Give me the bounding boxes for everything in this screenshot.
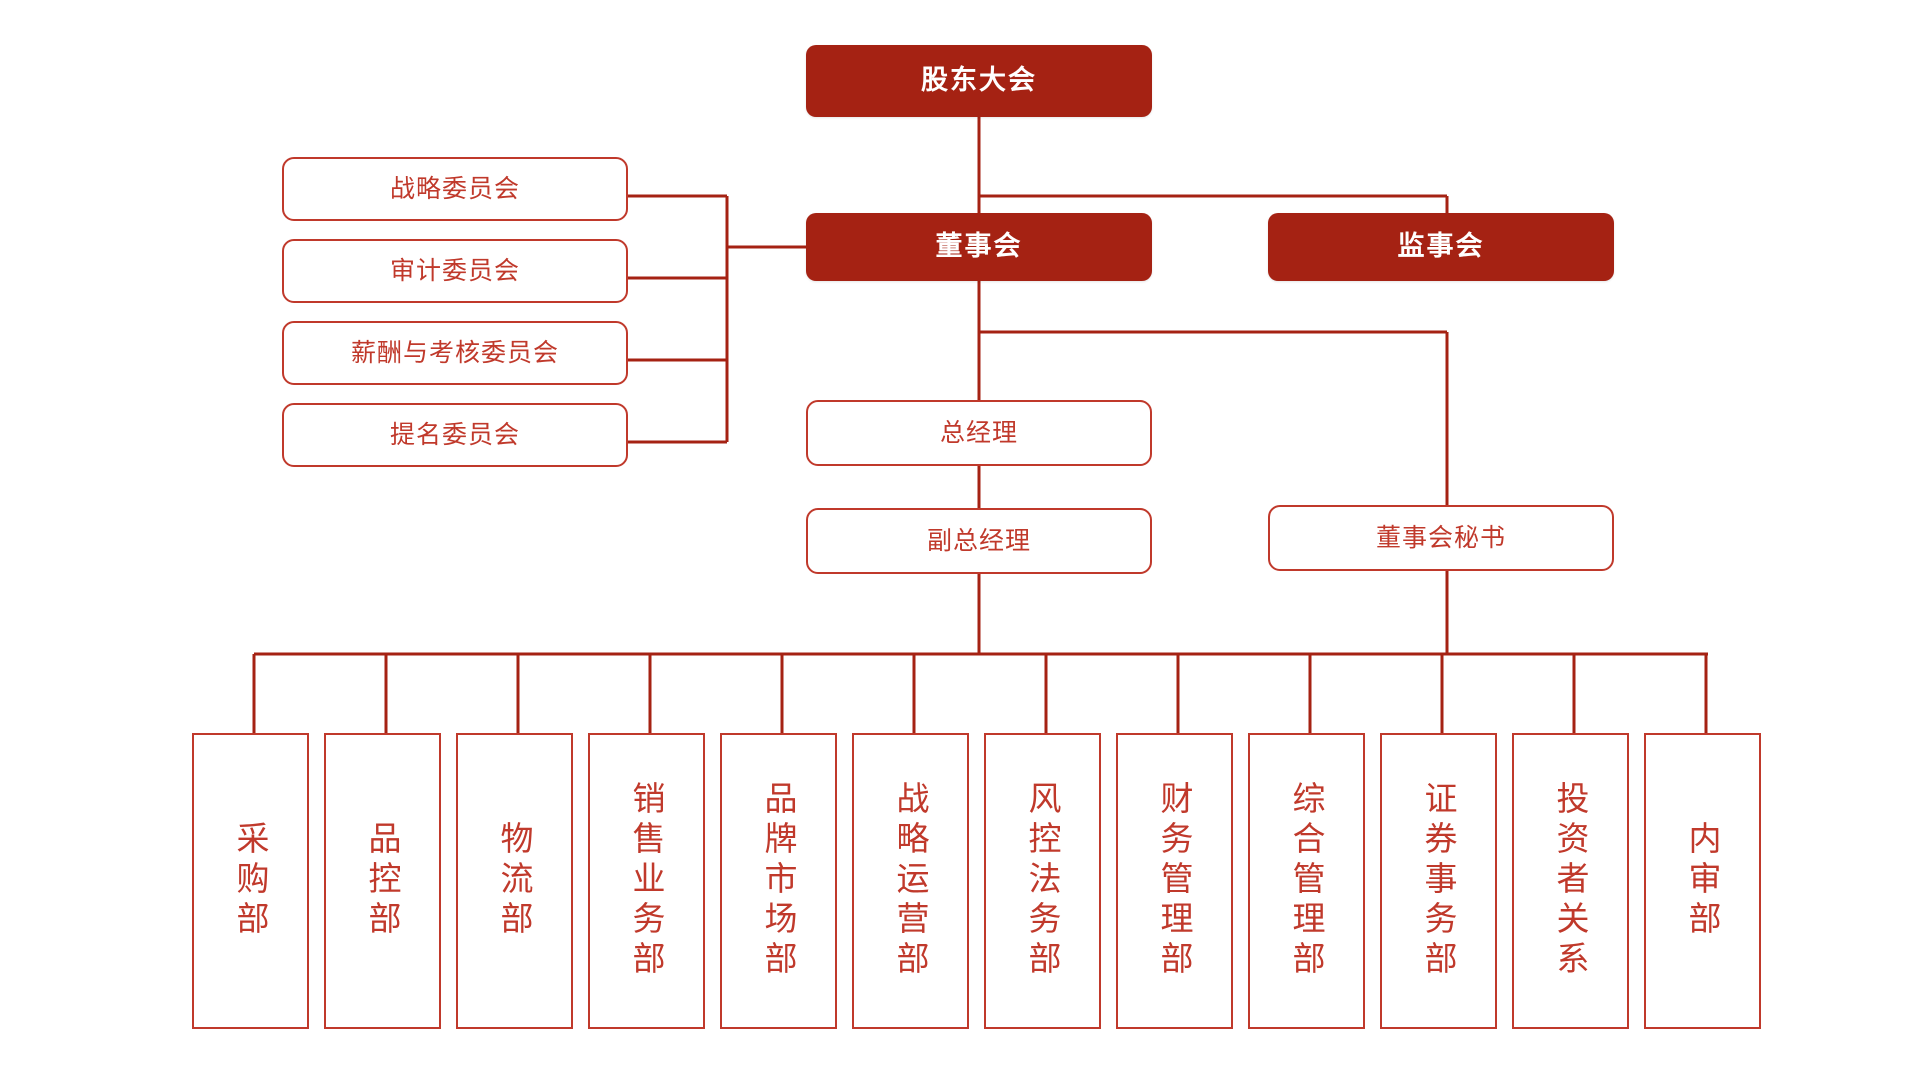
node-department-quality-control[interactable]: 品控部 [324, 733, 441, 1029]
committee-remuneration-appraisal-label: 薪酬与考核委员会 [350, 338, 559, 367]
node-department-risk-legal[interactable]: 风控法务部 [984, 733, 1101, 1029]
department-quality-control-label: 品控部 [364, 821, 401, 941]
committee-audit-label: 审计委员会 [389, 256, 520, 285]
board-of-supervisors-label: 监事会 [1397, 231, 1485, 262]
committee-nomination-label: 提名委员会 [389, 420, 520, 449]
node-shareholders-meeting[interactable]: 股东大会 [806, 45, 1152, 117]
node-general-manager[interactable]: 总经理 [806, 400, 1152, 466]
node-department-internal-audit[interactable]: 内审部 [1644, 733, 1761, 1029]
department-risk-legal-label: 风控法务部 [1024, 781, 1061, 981]
node-committee-strategy[interactable]: 战略委员会 [282, 157, 628, 221]
node-department-logistics[interactable]: 物流部 [456, 733, 573, 1029]
department-brand-marketing-label: 品牌市场部 [760, 781, 797, 981]
department-sales-business-label: 销售业务部 [628, 781, 665, 981]
department-logistics-label: 物流部 [496, 821, 533, 941]
board-secretary-label: 董事会秘书 [1375, 523, 1506, 552]
board-of-directors-label: 董事会 [935, 231, 1023, 262]
department-investor-relations-label: 投资者关系 [1552, 781, 1589, 981]
department-finance-management-label: 财务管理部 [1156, 781, 1193, 981]
node-deputy-general-manager[interactable]: 副总经理 [806, 508, 1152, 574]
node-department-investor-relations[interactable]: 投资者关系 [1512, 733, 1629, 1029]
committee-strategy-label: 战略委员会 [389, 174, 520, 203]
node-committee-audit[interactable]: 审计委员会 [282, 239, 628, 303]
node-committee-remuneration-appraisal[interactable]: 薪酬与考核委员会 [282, 321, 628, 385]
shareholders-meeting-label: 股东大会 [921, 65, 1037, 96]
department-securities-affairs-label: 证券事务部 [1420, 781, 1457, 981]
department-general-administration-label: 综合管理部 [1288, 781, 1325, 981]
node-board-secretary[interactable]: 董事会秘书 [1268, 505, 1614, 571]
node-department-general-administration[interactable]: 综合管理部 [1248, 733, 1365, 1029]
node-department-brand-marketing[interactable]: 品牌市场部 [720, 733, 837, 1029]
node-department-finance-management[interactable]: 财务管理部 [1116, 733, 1233, 1029]
department-strategy-operations-label: 战略运营部 [892, 781, 929, 981]
node-department-sales-business[interactable]: 销售业务部 [588, 733, 705, 1029]
node-department-securities-affairs[interactable]: 证券事务部 [1380, 733, 1497, 1029]
node-department-procurement[interactable]: 采购部 [192, 733, 309, 1029]
deputy-general-manager-label: 副总经理 [926, 526, 1031, 555]
department-procurement-label: 采购部 [232, 821, 269, 941]
node-committee-nomination[interactable]: 提名委员会 [282, 403, 628, 467]
department-internal-audit-label: 内审部 [1684, 821, 1721, 941]
node-board-of-directors[interactable]: 董事会 [806, 213, 1152, 281]
node-department-strategy-operations[interactable]: 战略运营部 [852, 733, 969, 1029]
general-manager-label: 总经理 [939, 418, 1018, 447]
node-board-of-supervisors[interactable]: 监事会 [1268, 213, 1614, 281]
